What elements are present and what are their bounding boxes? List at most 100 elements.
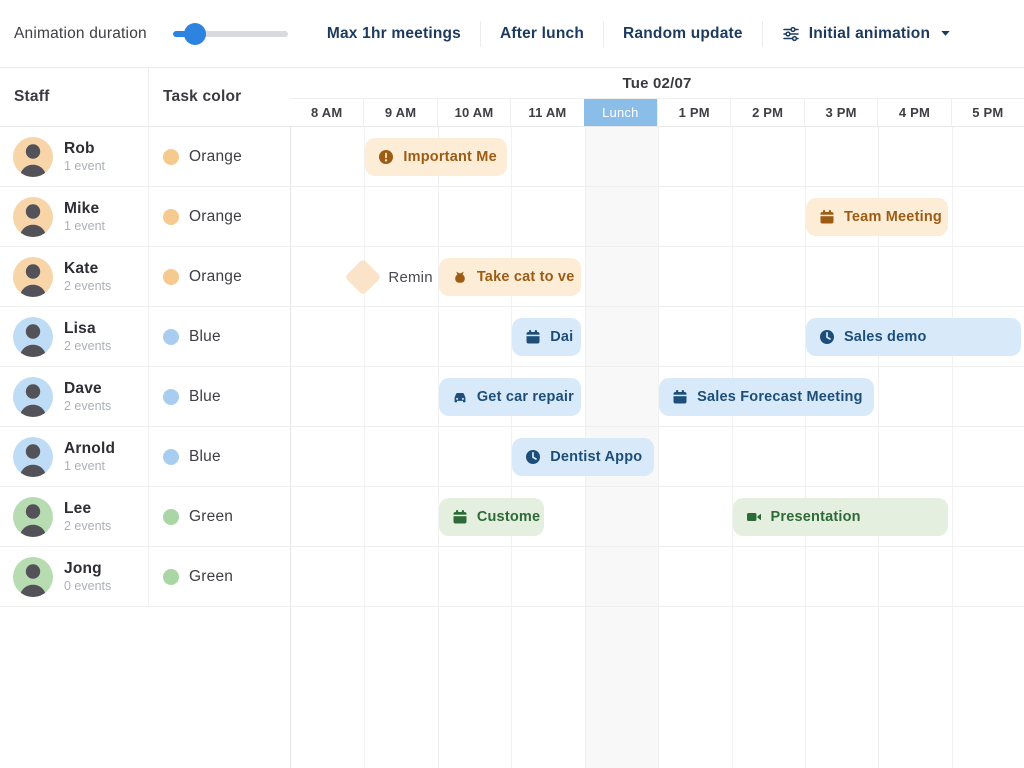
caret-down-icon (939, 30, 951, 37)
staff-column-header: Staff (0, 68, 149, 126)
avatar (13, 316, 53, 357)
time-slot-8-am[interactable]: 8 AM (311, 105, 343, 120)
staff-event-count: 2 events (64, 518, 112, 533)
max-1hr-meetings-button[interactable]: Max 1hr meetings (308, 25, 480, 43)
time-slot-10-am[interactable]: 10 AM (436, 99, 510, 126)
event-label: Get car repair (476, 389, 574, 405)
calendar-icon (672, 389, 688, 405)
task-color-cell: Orange (149, 247, 290, 306)
staff-event-count: 1 event (64, 458, 106, 473)
avatar (13, 196, 53, 237)
time-slot-9-am[interactable]: 9 AM (363, 99, 436, 126)
task-color-cell: Orange (149, 187, 290, 246)
avatar (13, 436, 53, 477)
event-team-meeting[interactable]: Team Meeting (805, 198, 948, 236)
staff-event-count: 2 events (64, 398, 112, 413)
staff-event-count: 2 events (64, 338, 112, 353)
event-label: Dentist Appo (550, 449, 643, 465)
animation-duration-label: Animation duration (14, 24, 147, 42)
event-get-car-repair[interactable]: Get car repair (438, 378, 581, 416)
task-color-label: Orange (189, 147, 242, 165)
hour-grid-line (511, 127, 513, 768)
task-color-cell: Blue (149, 427, 290, 486)
event-label: Presentation (770, 509, 861, 525)
staff-name: Arnold (64, 440, 116, 457)
task-color-dot (163, 388, 179, 405)
slider-thumb[interactable] (183, 22, 206, 45)
task-color-cell: Green (149, 487, 290, 546)
random-update-button[interactable]: Random update (604, 25, 762, 43)
exclamation-icon (378, 149, 394, 165)
hour-grid-line (731, 127, 733, 768)
event-dai[interactable]: Dai (512, 318, 581, 356)
avatar (13, 376, 53, 417)
staff-name: Rob (64, 140, 95, 157)
task-color-cell: Blue (149, 367, 290, 426)
task-color-label: Orange (189, 207, 242, 225)
event-sales-forecast-meeting[interactable]: Sales Forecast Meeting (659, 378, 875, 416)
after-lunch-button[interactable]: After lunch (481, 25, 603, 43)
task-color-dot (163, 568, 179, 585)
staff-name: Mike (64, 200, 100, 217)
avatar (13, 496, 53, 537)
event-label: Take cat to ve (476, 269, 575, 285)
event-custome[interactable]: Custome (438, 498, 544, 536)
time-slot-5-pm[interactable]: 5 PM (950, 99, 1024, 126)
event-label: Important Me (403, 149, 497, 165)
event-presentation[interactable]: Presentation (732, 498, 948, 536)
left-columns-header: Staff Task color (0, 68, 290, 127)
time-slot-11-am[interactable]: 11 AM (510, 99, 583, 126)
time-slot-3-pm[interactable]: 3 PM (803, 99, 877, 126)
hour-grid-line (804, 127, 806, 768)
event-dentist-appo[interactable]: Dentist Appo (512, 438, 655, 476)
milestone-diamond[interactable] (345, 258, 382, 296)
task-color-cell: Blue (149, 307, 290, 366)
calendar-icon (452, 509, 468, 525)
event-take-cat-to-ve[interactable]: Take cat to ve (438, 258, 581, 296)
task-color-cell: Orange (149, 127, 290, 186)
time-slot-2-pm[interactable]: 2 PM (730, 99, 803, 126)
task-color-cell: Green (149, 547, 290, 606)
initial-animation-dropdown[interactable]: Initial animation (763, 25, 970, 43)
staff-event-count: 1 event (64, 218, 106, 233)
time-slot-1-pm[interactable]: 1 PM (657, 99, 730, 126)
time-slot-lunch[interactable]: Lunch (583, 99, 658, 126)
task-color-dot (163, 508, 179, 525)
staff-event-count: 2 events (64, 278, 112, 293)
toolbar-buttons: Max 1hr meetings After lunch Random upda… (308, 20, 970, 47)
task-color-label: Blue (189, 327, 221, 345)
video-icon (746, 509, 762, 525)
staff-name: Lee (64, 500, 92, 517)
time-slot-4-pm[interactable]: 4 PM (877, 99, 950, 126)
animation-duration-slider[interactable] (172, 22, 288, 45)
event-important-me[interactable]: Important Me (365, 138, 508, 176)
hour-grid-line (658, 127, 660, 768)
staff-event-count: 0 events (64, 578, 112, 593)
avatar (13, 256, 53, 297)
clock-icon (525, 449, 541, 465)
initial-animation-label: Initial animation (808, 24, 931, 42)
event-sales-demo[interactable]: Sales demo (805, 318, 1022, 356)
hour-grid-line (364, 127, 366, 768)
milestone-label: Remin (388, 268, 433, 286)
staff-event-count: 1 event (64, 158, 106, 173)
event-label: Custome (476, 509, 541, 525)
